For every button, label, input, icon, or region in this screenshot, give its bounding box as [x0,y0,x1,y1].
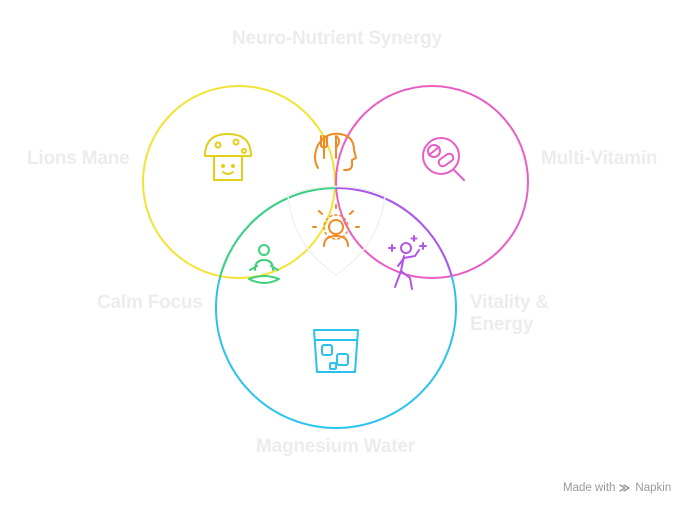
venn-title: Neuro-Nutrient Synergy [232,28,442,49]
center-region [287,185,386,276]
brain-food-icon [314,132,357,171]
meditation-icon [248,244,280,284]
watermark-brand: Napkin [635,482,672,494]
magnesium-water-circle [215,187,457,429]
watermark-text: Made with [563,482,616,494]
lions-mane-label: Lions Mane [27,148,130,169]
enlightened-person-icon [312,204,360,247]
napkin-logo-icon [619,484,631,492]
calm-focus-label: Calm Focus [97,292,203,313]
vitality-energy-label: Vitality & Energy [470,292,549,335]
mushroom-icon [204,133,252,181]
calm-focus-arc [215,187,335,278]
napkin-watermark: Made with Napkin [563,482,671,494]
multi-vitamin-circle [335,85,529,279]
energetic-person-icon [388,235,427,290]
vitality-energy-arc [336,187,457,278]
glass-of-water-icon [313,329,359,373]
multi-vitamin-label: Multi-Vitamin [541,148,658,169]
magnesium-water-label: Magnesium Water [256,436,415,457]
pills-icon [422,137,465,181]
lions-mane-circle [142,85,336,279]
